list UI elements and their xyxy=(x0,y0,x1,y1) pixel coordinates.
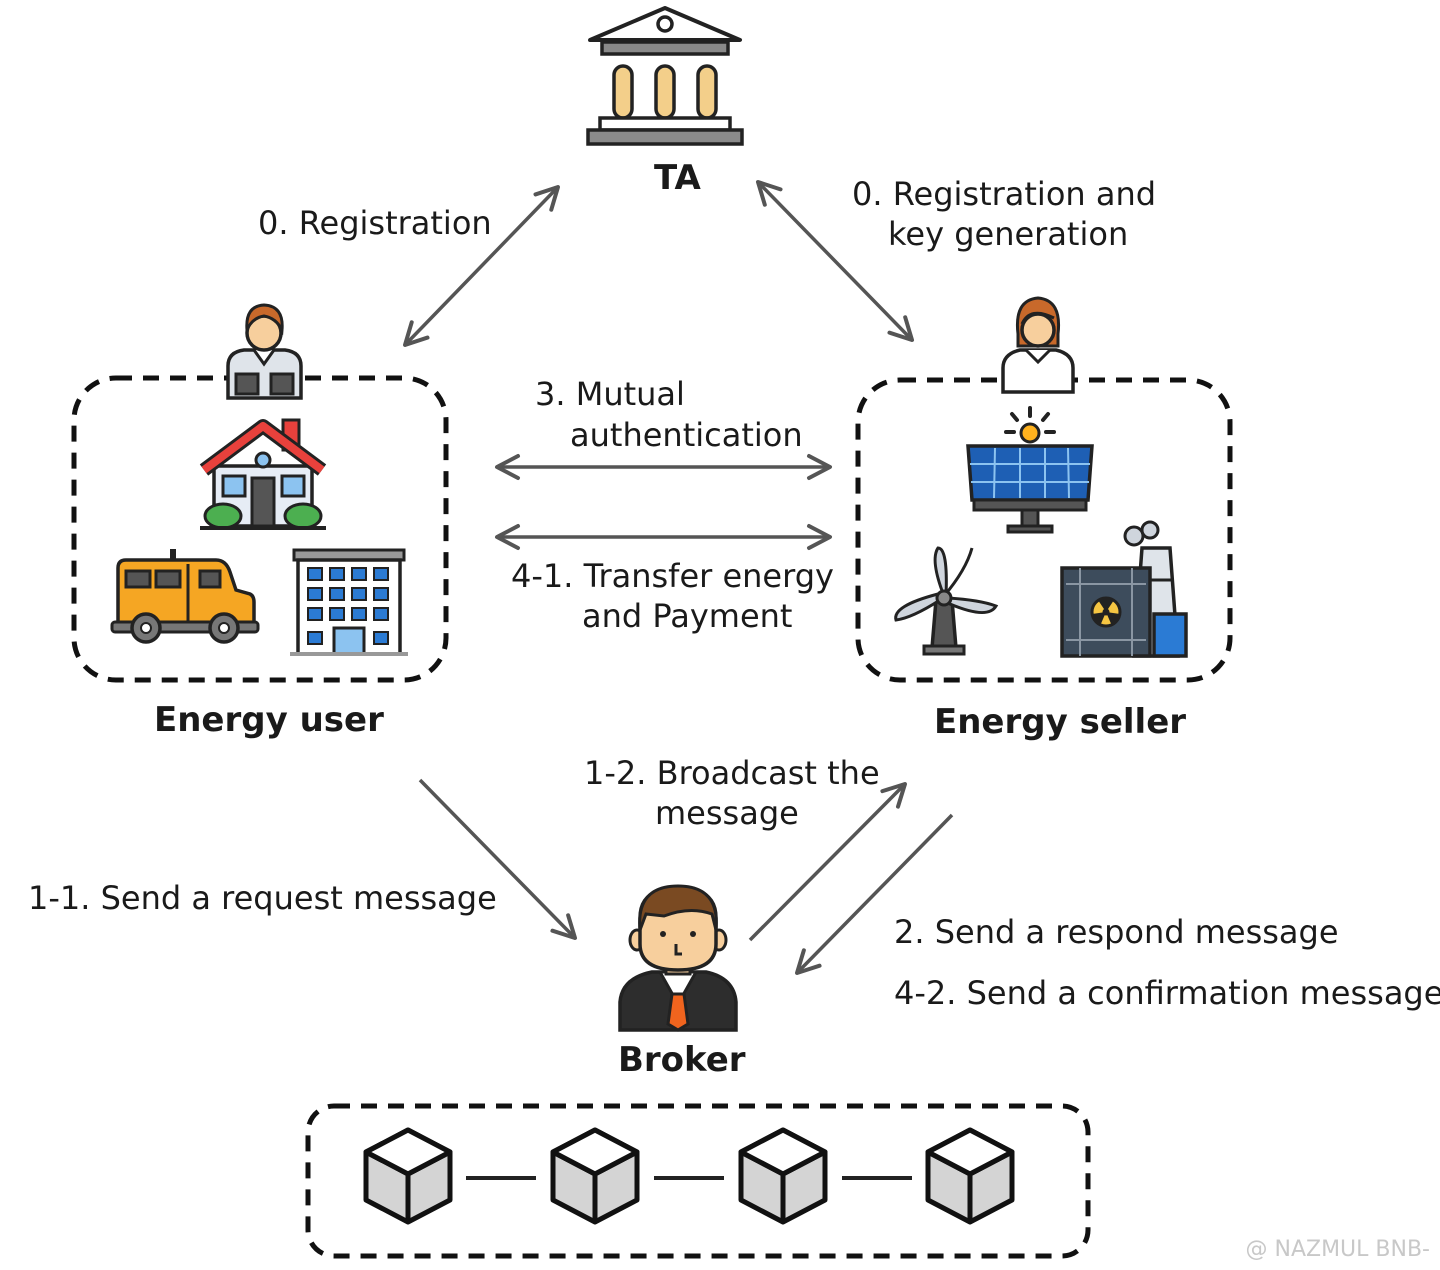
arrow-send-request xyxy=(418,778,577,940)
solar-panel-icon xyxy=(966,406,1094,534)
mutual-auth-label-line1: 3. Mutual xyxy=(535,375,685,413)
arrow-registration xyxy=(403,185,560,347)
block-4-icon xyxy=(925,1127,1015,1225)
block-3-icon xyxy=(738,1127,828,1225)
broadcast-label-line2: message xyxy=(655,794,799,832)
registration-key-label-line1: 0. Registration and xyxy=(852,175,1157,213)
energy-user-person-icon xyxy=(226,303,303,400)
send-respond-label: 2. Send a respond message xyxy=(894,913,1339,951)
send-confirmation-label: 4-2. Send a confirmation message xyxy=(894,974,1440,1012)
energy-seller-person-icon xyxy=(1001,296,1075,394)
office-building-icon xyxy=(290,548,408,656)
block-2-icon xyxy=(550,1127,640,1225)
arrow-respond xyxy=(795,813,954,975)
watermark: @ NAZMUL BNB- xyxy=(1245,1237,1431,1262)
send-request-label: 1-1. Send a request message xyxy=(28,879,497,917)
broker-label: Broker xyxy=(618,1040,746,1080)
transfer-label-line2: and Payment xyxy=(582,597,793,635)
registration-key-label-line2: key generation xyxy=(888,215,1129,253)
bus-icon xyxy=(110,549,260,644)
broadcast-label-line1: 1-2. Broadcast the xyxy=(584,754,880,792)
mutual-auth-label-line2: authentication xyxy=(570,416,803,454)
house-icon xyxy=(199,418,327,530)
energy-user-label: Energy user xyxy=(154,700,384,740)
registration-label: 0. Registration xyxy=(258,204,492,242)
arrow-broadcast xyxy=(748,782,907,942)
ta-building-icon xyxy=(586,6,744,146)
arrow-registration-key xyxy=(756,180,914,342)
power-plant-icon xyxy=(1060,520,1188,658)
block-1-icon xyxy=(363,1127,453,1225)
broker-person-icon xyxy=(618,884,738,1032)
transfer-label-line1: 4-1. Transfer energy xyxy=(511,557,834,595)
arrows xyxy=(403,180,954,975)
ta-label: TA xyxy=(654,158,701,198)
wind-turbine-icon xyxy=(894,546,999,656)
blockchain-group xyxy=(305,1103,1091,1259)
energy-seller-label: Energy seller xyxy=(934,702,1187,742)
